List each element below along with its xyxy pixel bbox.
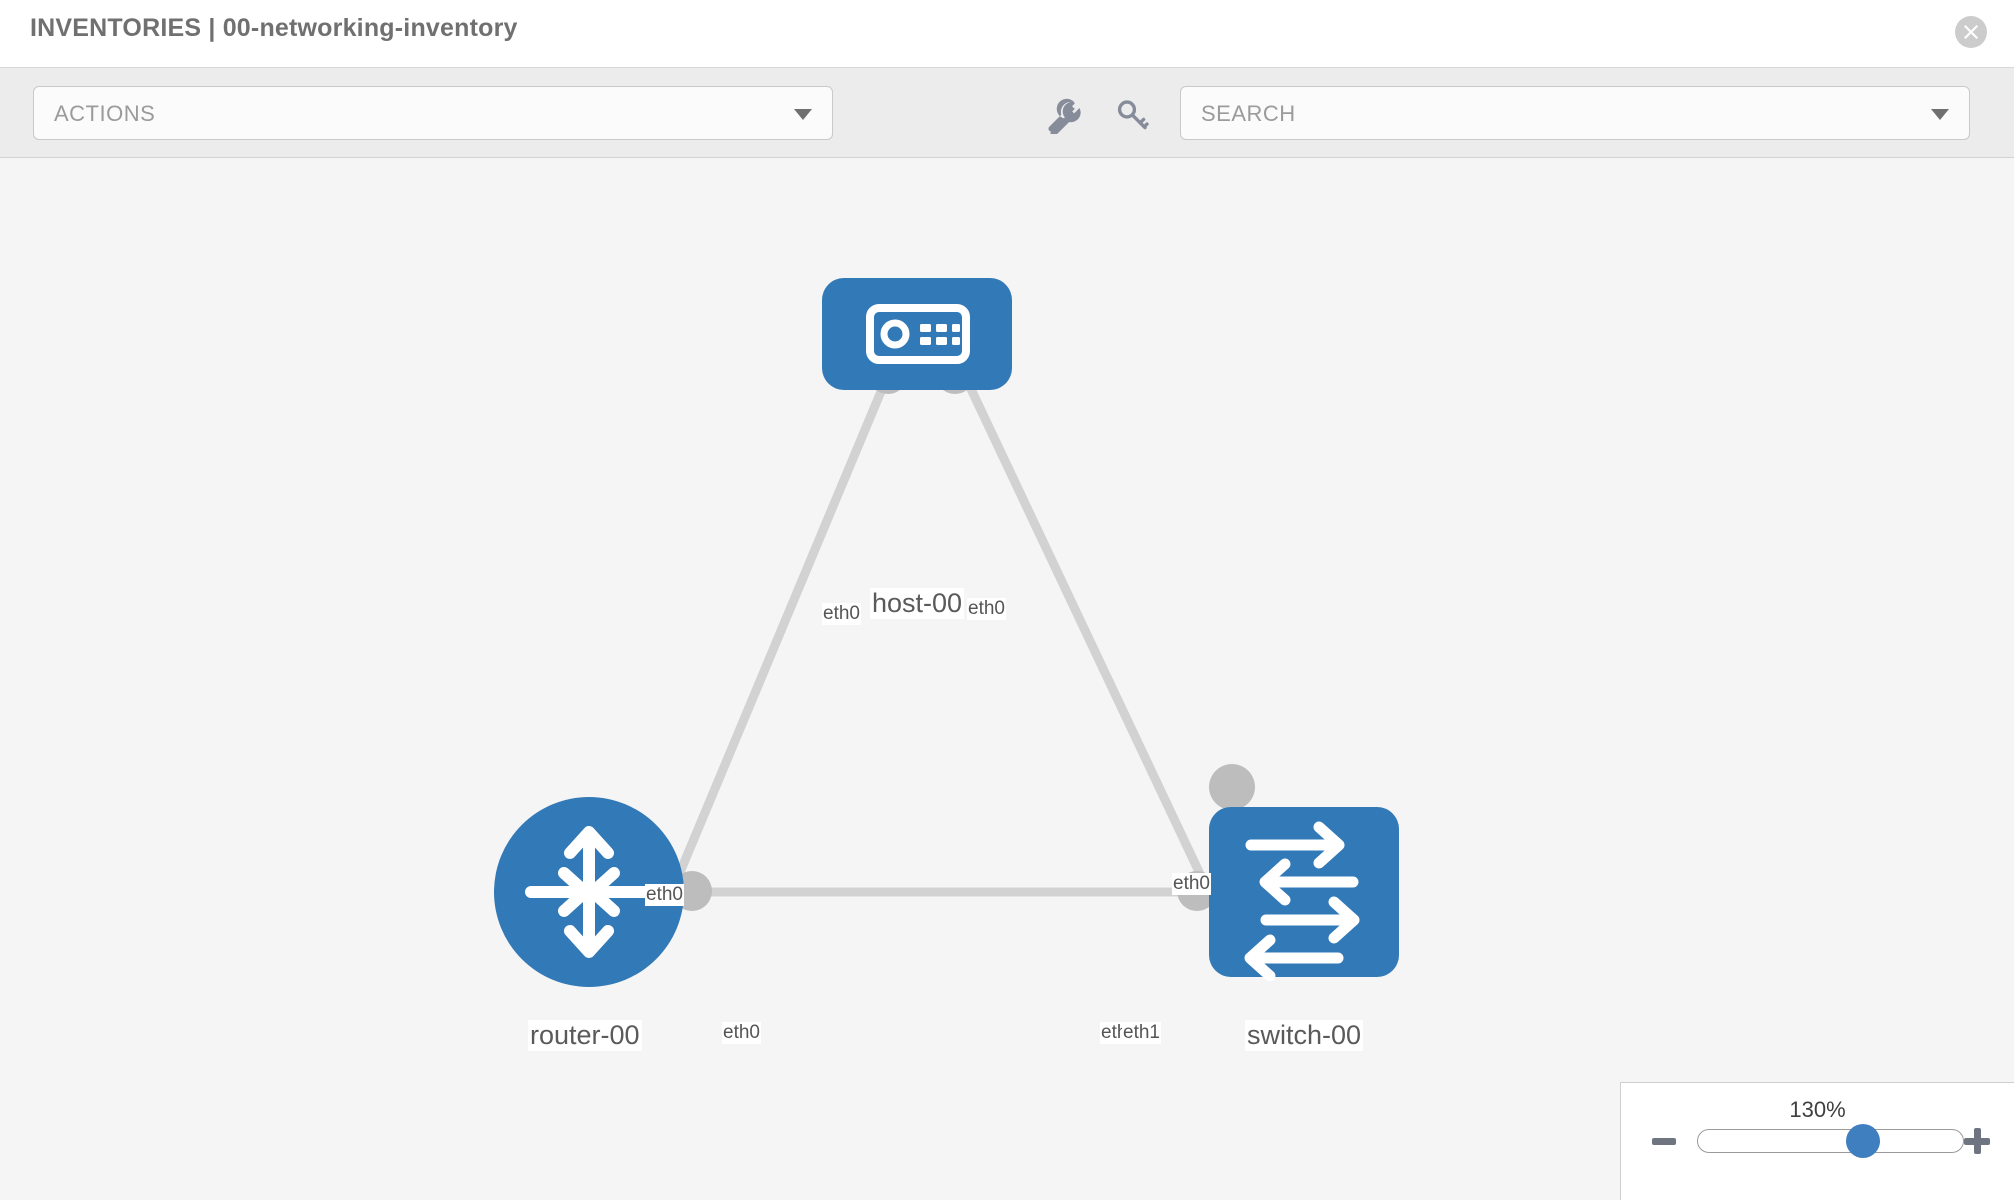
iface-label-host-right: eth0	[967, 598, 1006, 620]
node-router-00	[494, 797, 684, 987]
zoom-slider[interactable]	[1697, 1124, 1964, 1158]
search-input[interactable]: SEARCH	[1180, 86, 1970, 140]
iface-label-switch-up: eth0	[1172, 873, 1211, 895]
actions-dropdown[interactable]: ACTIONS	[33, 86, 833, 140]
topology-graph	[494, 278, 1399, 987]
zoom-slider-track[interactable]	[1697, 1129, 1964, 1153]
chevron-down-icon[interactable]	[1931, 109, 1949, 120]
node-label-host: host-00	[870, 588, 965, 619]
zoom-slider-thumb[interactable]	[1845, 1124, 1880, 1158]
edge-host-router	[635, 368, 895, 970]
actions-dropdown-label: ACTIONS	[54, 101, 156, 126]
page-header: INVENTORIES | 00-networking-inventory	[0, 0, 2014, 68]
iface-label-router-up: eth0	[645, 884, 684, 906]
iface-label-router-right: eth0	[722, 1022, 761, 1044]
wrench-icon[interactable]	[1044, 96, 1082, 137]
port-switch-top	[1209, 764, 1255, 810]
swap-arrows-icon	[1244, 821, 1360, 982]
zoom-level-value: 130%	[1789, 1097, 1846, 1122]
node-label-router: router-00	[528, 1020, 642, 1051]
search-placeholder: SEARCH	[1201, 101, 1296, 126]
topology-edges	[635, 368, 1240, 970]
edge-host-switch	[957, 368, 1240, 950]
chevron-down-icon	[794, 109, 812, 120]
node-host-00	[822, 278, 1012, 390]
iface-label-switch-left: eth1	[1122, 1022, 1161, 1044]
iface-label-host-left: eth0	[822, 603, 861, 625]
plus-icon[interactable]	[1964, 1128, 1990, 1154]
minus-icon[interactable]	[1652, 1138, 1676, 1145]
close-icon[interactable]	[1955, 16, 1987, 48]
server-rack-icon	[866, 304, 970, 364]
four-arrows-icon	[525, 826, 653, 958]
key-icon[interactable]	[1113, 96, 1151, 134]
node-label-switch: switch-00	[1245, 1020, 1364, 1051]
node-switch-00	[1209, 807, 1399, 982]
topology-canvas[interactable]: host-00 router-00 switch-00 eth0 eth0 et…	[0, 158, 2014, 1200]
topology-ports	[672, 354, 1255, 911]
zoom-control-panel: 130%	[1620, 1082, 2014, 1200]
page-title: INVENTORIES | 00-networking-inventory	[30, 14, 518, 42]
